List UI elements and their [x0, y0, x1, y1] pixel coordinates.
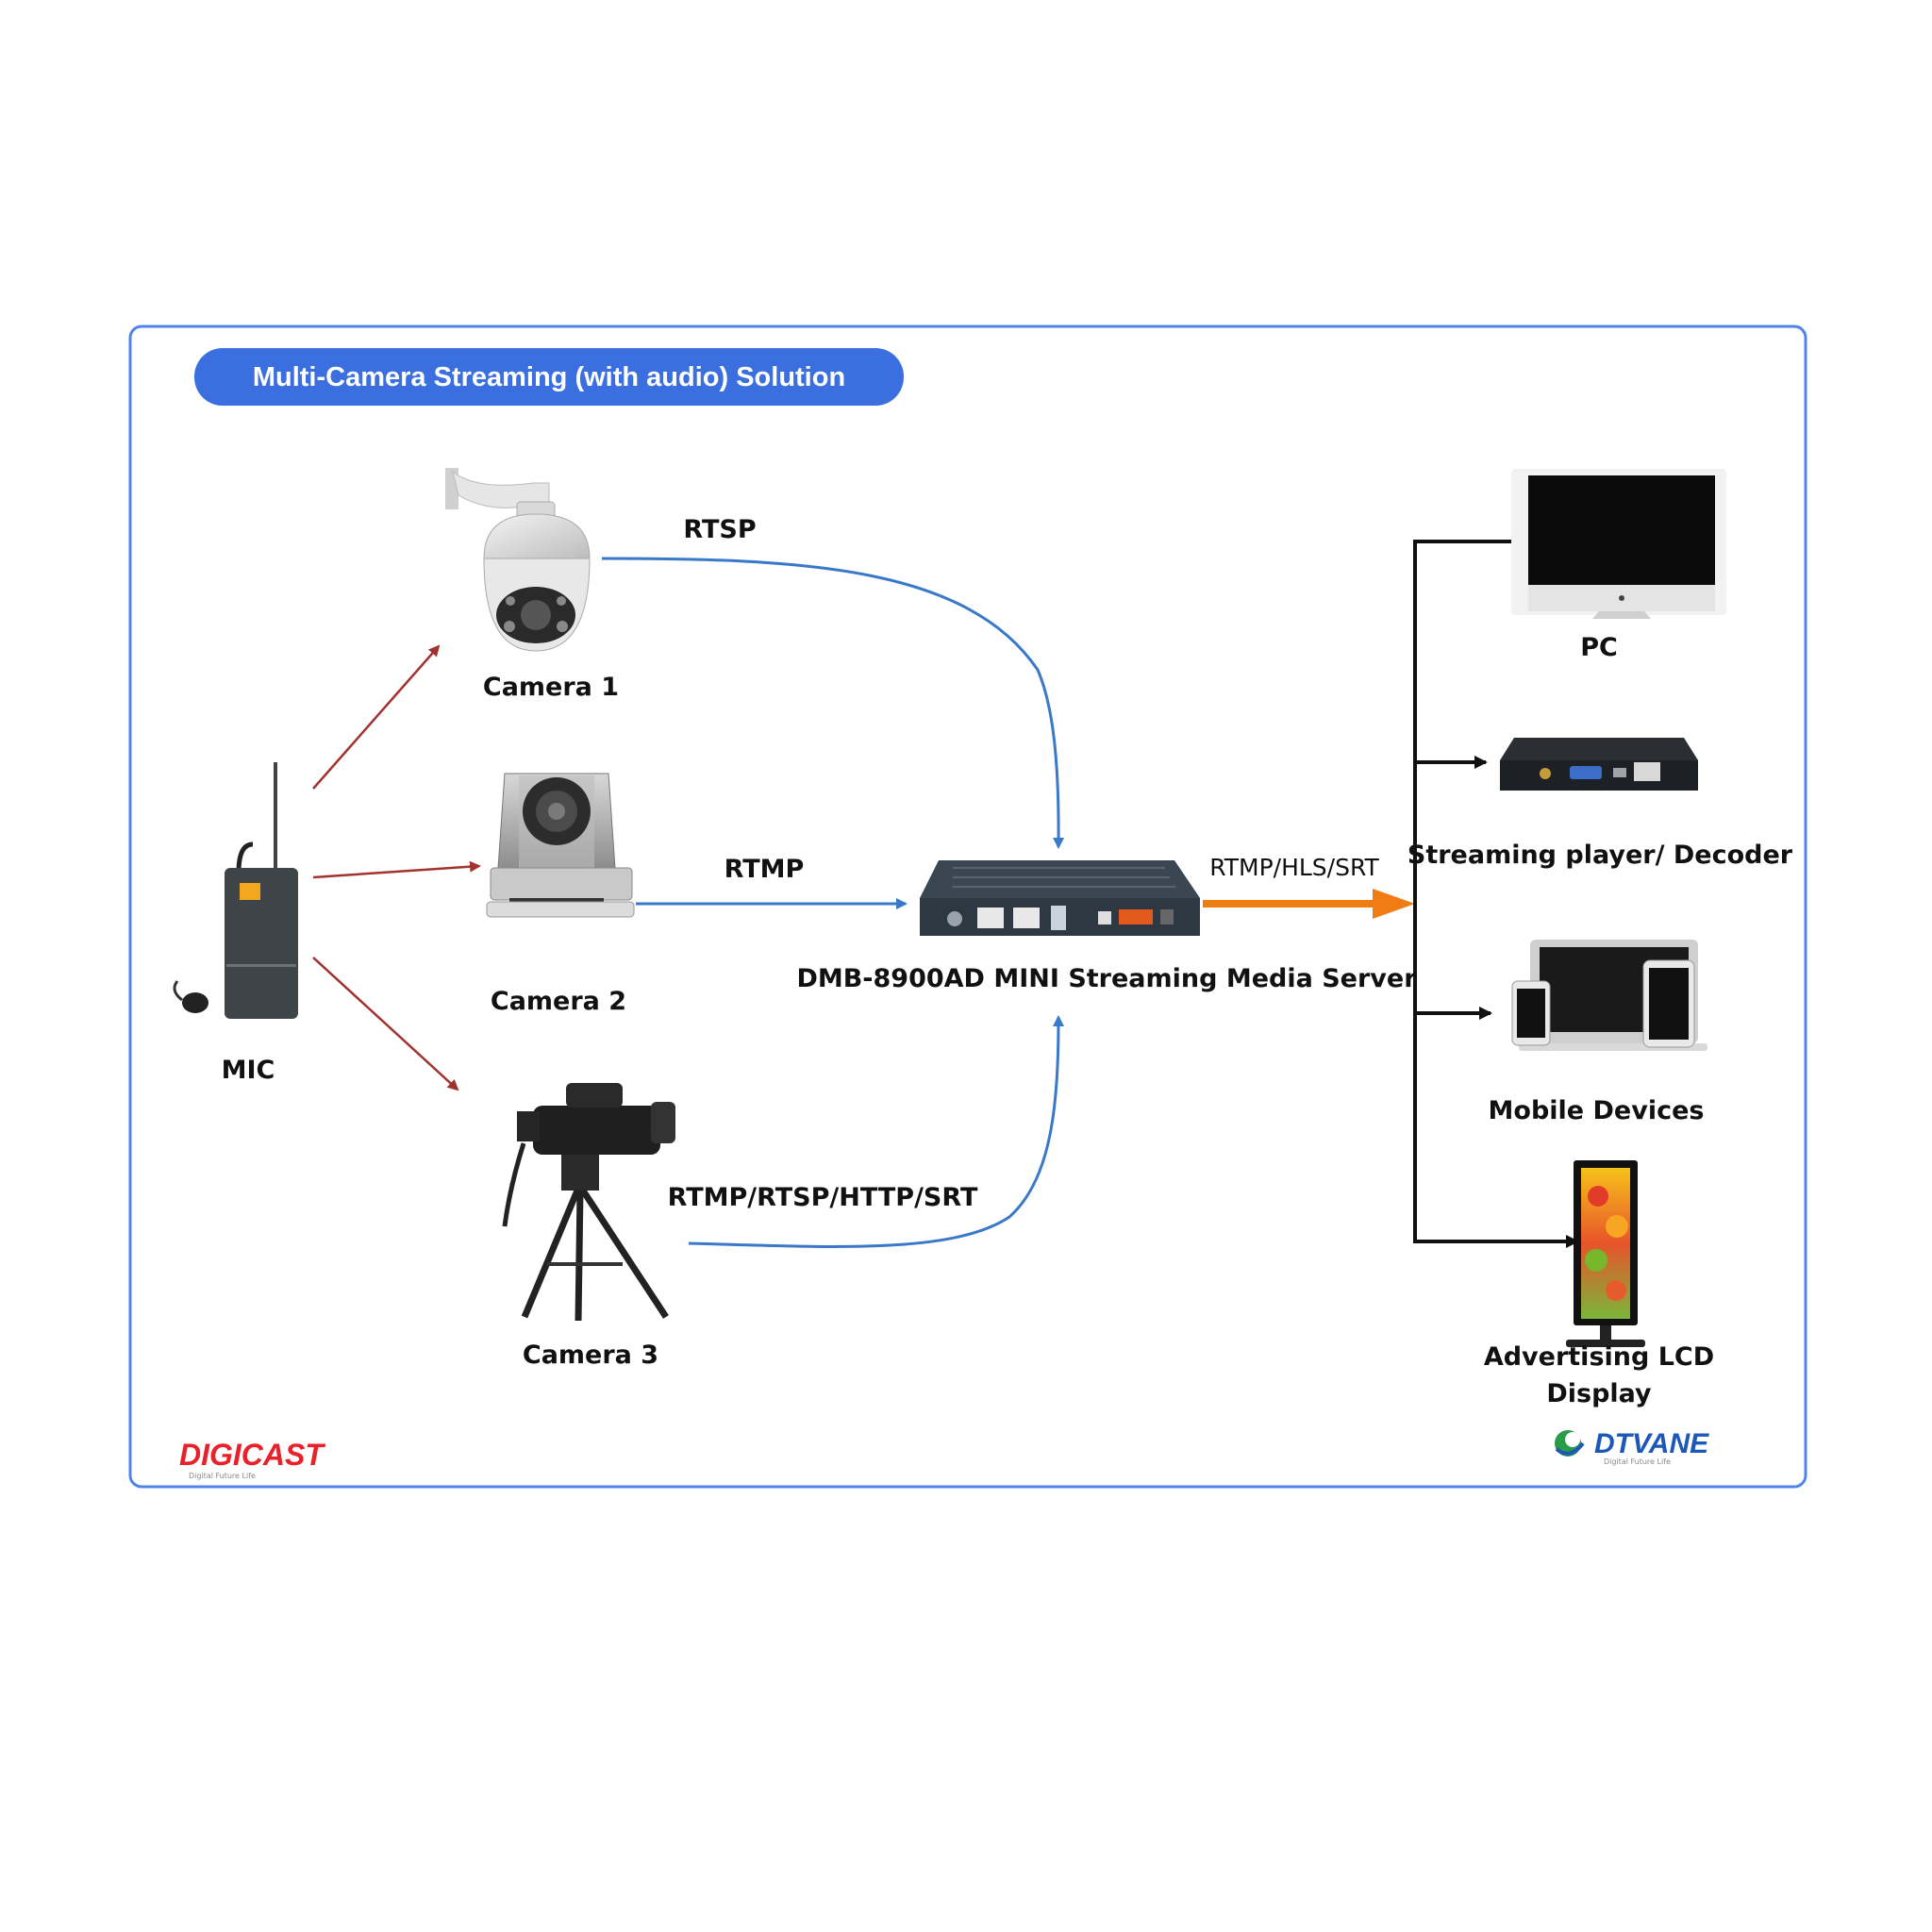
- output-protocol: RTMP/HLS/SRT: [1209, 854, 1379, 881]
- camera2-protocol: RTMP: [724, 855, 805, 884]
- camera1-protocol: RTSP: [683, 515, 756, 544]
- decoder-box-icon: [1500, 738, 1698, 791]
- dtvane-logo-text: DTVANE: [1594, 1428, 1709, 1459]
- digicast-logo-text: DIGICAST: [179, 1438, 325, 1472]
- decoder-label: Streaming player/ Decoder: [1407, 841, 1793, 870]
- lcd-label-line1: Advertising LCD: [1484, 1342, 1714, 1372]
- media-server-icon: [920, 860, 1200, 936]
- mic-to-camera1-arrow: [312, 644, 441, 790]
- monitor-icon: [1511, 469, 1726, 619]
- camera3-label: Camera 3: [523, 1341, 658, 1370]
- dtvane-logo-tagline: Digital Future Life: [1604, 1457, 1671, 1466]
- ptz-box-camera-icon: [486, 773, 635, 918]
- digicast-logo-tagline: Digital Future Life: [189, 1472, 256, 1480]
- broadcast-camcorder-icon: [502, 1083, 675, 1322]
- ptz-dome-camera-icon: [445, 468, 591, 652]
- wireless-mic-icon: [173, 762, 298, 1019]
- mic-label: MIC: [222, 1056, 275, 1085]
- lcd-kiosk-icon: [1566, 1160, 1645, 1347]
- mic-to-camera3-arrow: [312, 957, 459, 1091]
- digicast-logo: DIGICAST Digital Future Life: [179, 1438, 325, 1480]
- pc-label: PC: [1580, 633, 1618, 662]
- server-output-arrowhead: [1373, 889, 1415, 919]
- mic-to-camera2-arrow: [312, 860, 481, 879]
- mobile-label: Mobile Devices: [1489, 1096, 1705, 1125]
- camera3-multi-protocol-arrow: [688, 1015, 1064, 1248]
- lcd-label-line2: Display: [1546, 1379, 1652, 1408]
- tablet-phone-icon: [1511, 940, 1707, 1051]
- camera1-label: Camera 1: [483, 673, 619, 702]
- title-banner: Multi-Camera Streaming (with audio) Solu…: [194, 348, 904, 406]
- dtvane-logo: DTVANE Digital Future Life: [1555, 1428, 1709, 1466]
- solution-frame: [128, 325, 1807, 1489]
- camera1-rtsp-arrow: [601, 557, 1065, 849]
- server-label: DMB-8900AD MINI Streaming Media Server: [796, 964, 1417, 993]
- camera3-protocol: RTMP/RTSP/HTTP/SRT: [668, 1183, 978, 1212]
- camera2-label: Camera 2: [491, 987, 626, 1016]
- solution-title: Multi-Camera Streaming (with audio) Solu…: [253, 362, 845, 392]
